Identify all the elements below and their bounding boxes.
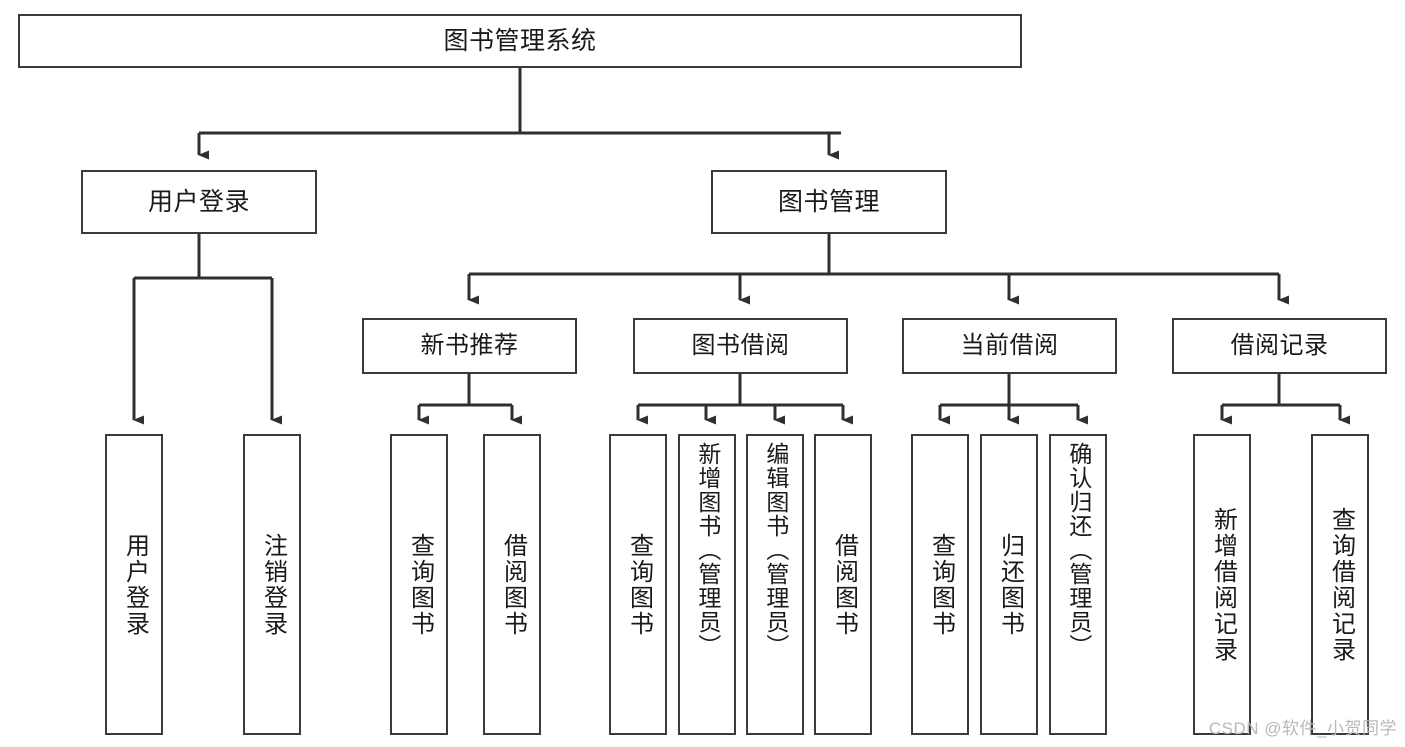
node-leaf-borrow-book[interactable]: 借阅图书 xyxy=(814,434,872,735)
node-leaf-confirm-return-admin[interactable]: 确认归还（管理员） xyxy=(1049,434,1107,735)
node-label: 归还图书 xyxy=(996,532,1024,637)
csdn-watermark: CSDN @软件_小贺同学 xyxy=(1208,719,1397,738)
node-label: 查询借阅记录 xyxy=(1327,506,1355,663)
node-label: 查询图书 xyxy=(927,532,955,637)
node-leaf-return-book[interactable]: 归还图书 xyxy=(980,434,1038,735)
node-label: 新增图书（管理员） xyxy=(694,442,721,658)
node-leaf-query-book-recommend[interactable]: 查询图书 xyxy=(390,434,448,735)
node-leaf-add-borrow-record[interactable]: 新增借阅记录 xyxy=(1193,434,1251,735)
node-label: 确认归还（管理员） xyxy=(1065,442,1092,658)
node-label: 查询图书 xyxy=(625,532,653,637)
node-leaf-query-book-current[interactable]: 查询图书 xyxy=(911,434,969,735)
node-label: 查询图书 xyxy=(406,532,434,637)
node-leaf-query-borrow-record[interactable]: 查询借阅记录 xyxy=(1311,434,1369,735)
node-root-book-management-system[interactable]: 图书管理系统 xyxy=(18,14,1022,68)
node-label: 图书借阅 xyxy=(691,332,790,359)
node-leaf-borrow-book-recommend[interactable]: 借阅图书 xyxy=(483,434,541,735)
node-label: 当前借阅 xyxy=(960,332,1059,359)
node-label: 图书管理 xyxy=(777,187,880,216)
node-leaf-query-book-borrow[interactable]: 查询图书 xyxy=(609,434,667,735)
node-mid-borrow-record[interactable]: 借阅记录 xyxy=(1172,318,1387,374)
node-branch-user-login[interactable]: 用户登录 xyxy=(81,170,317,234)
node-label: 新增借阅记录 xyxy=(1209,506,1237,663)
node-leaf-add-book-admin[interactable]: 新增图书（管理员） xyxy=(678,434,736,735)
node-leaf-edit-book-admin[interactable]: 编辑图书（管理员） xyxy=(746,434,804,735)
node-label: 图书管理系统 xyxy=(443,26,597,55)
node-mid-current-borrow[interactable]: 当前借阅 xyxy=(902,318,1117,374)
node-label: 用户登录 xyxy=(147,187,250,216)
node-label: 借阅图书 xyxy=(830,532,858,637)
node-label: 编辑图书（管理员） xyxy=(762,442,789,658)
node-mid-new-book-recommend[interactable]: 新书推荐 xyxy=(362,318,577,374)
node-leaf-logout[interactable]: 注销登录 xyxy=(243,434,301,735)
node-branch-book-management[interactable]: 图书管理 xyxy=(711,170,947,234)
node-label: 新书推荐 xyxy=(420,332,519,359)
node-label: 借阅图书 xyxy=(499,532,527,637)
node-label: 注销登录 xyxy=(259,532,287,637)
node-label: 借阅记录 xyxy=(1230,332,1329,359)
node-label: 用户登录 xyxy=(121,532,149,637)
node-leaf-user-login[interactable]: 用户登录 xyxy=(105,434,163,735)
node-mid-book-borrow[interactable]: 图书借阅 xyxy=(633,318,848,374)
